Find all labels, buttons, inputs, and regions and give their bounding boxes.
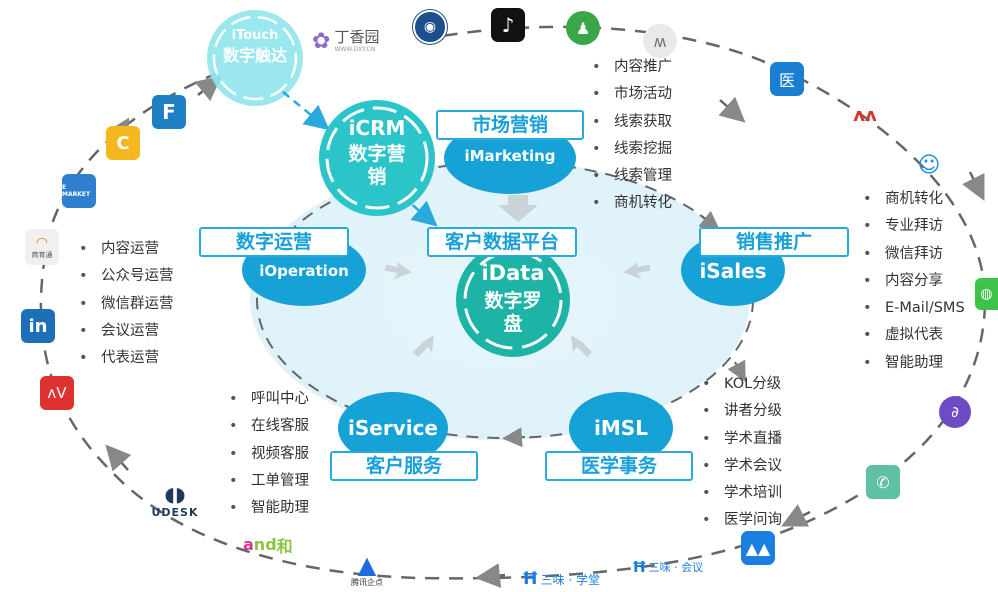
loop-arrow-7 <box>194 75 222 102</box>
ahe-logo: a nd 和 <box>243 535 293 557</box>
operation-label: 数字运营 <box>199 227 349 257</box>
list-item: 呼叫中心 <box>229 386 309 413</box>
shangyu-logo: ◠ 商育通 <box>25 229 59 265</box>
inner-arrow-3 <box>698 210 721 231</box>
wechat-icon: ◍ <box>975 278 998 310</box>
service-label: 客户服务 <box>330 451 478 481</box>
list-item: 内容推广 <box>592 54 672 81</box>
icrm-subtitle: 数字营销 <box>348 143 406 188</box>
tencent-qidian-logo: ▲ 腾讯企点 <box>345 548 389 592</box>
operation-name: iOperation <box>259 262 349 280</box>
marketing-list: 内容推广 市场活动 线索获取 线索挖掘 线索管理 商机转化 <box>592 54 672 218</box>
av-app-icon: ʌV <box>40 376 74 410</box>
list-item: KOL分级 <box>702 371 782 398</box>
hub-title: iData <box>481 261 545 285</box>
list-item: 线索挖掘 <box>592 136 672 163</box>
list-item: 商机转化 <box>592 190 672 217</box>
itouch-subtitle: 数字触达 <box>222 46 287 65</box>
sanwei-xuetang-text: 三味 · 学堂 <box>540 572 601 587</box>
marketing-label: 市场营销 <box>436 110 584 140</box>
loop-arrow-2 <box>718 96 746 123</box>
loop-arrow-5 <box>475 563 506 588</box>
tencent-qidian-icon: ▲ <box>357 551 377 579</box>
list-item: E-Mail/SMS <box>863 295 965 322</box>
shangyu-icon: ◠ <box>35 234 49 251</box>
linkedin-icon: in <box>21 309 55 343</box>
user-green-icon: ♟ <box>566 11 600 45</box>
udesk-text: UDESK <box>151 505 199 519</box>
university-seal-icon: ◉ <box>413 10 447 44</box>
udesk-icon: ◖◗ <box>164 481 186 506</box>
tiktok-icon: ♪ <box>491 8 525 42</box>
icrm-title: iCRM <box>348 116 406 140</box>
zigzag-logo-icon: ʌʌ <box>853 104 877 126</box>
list-item: 讲者分级 <box>702 398 782 425</box>
ahe-text: 和 <box>276 537 293 556</box>
list-item: 学术会议 <box>702 453 782 480</box>
list-item: 代表运营 <box>79 345 174 372</box>
sanwei-huiyi-logo: Ħ 三味 · 会议 <box>632 558 704 576</box>
hub-subtitle: 数字罗盘 <box>484 290 542 335</box>
sales-list: 商机转化 专业拜访 微信拜访 内容分享 E-Mail/SMS 虚拟代表 智能助理 <box>863 186 965 377</box>
msl-list: KOL分级 讲者分级 学术直播 学术会议 学术培训 医学问询 <box>702 371 782 535</box>
loop-arrow-4 <box>781 504 811 527</box>
list-item: 内容运营 <box>79 236 174 263</box>
loop-arrow-6 <box>105 444 132 472</box>
chat-bubble-icon: ☺ <box>917 152 941 178</box>
marketing-name: iMarketing <box>464 147 556 165</box>
loop-arrow-3 <box>962 171 985 201</box>
list-item: 微信群运营 <box>79 291 174 318</box>
list-item: 在线客服 <box>229 413 309 440</box>
list-item: 智能助理 <box>229 495 309 522</box>
msl-label: 医学事务 <box>545 451 693 481</box>
list-item: 学术直播 <box>702 426 782 453</box>
list-item: 线索管理 <box>592 163 672 190</box>
msl-name: iMSL <box>594 416 648 440</box>
operation-list: 内容运营 公众号运营 微信群运营 会议运营 代表运营 <box>79 236 174 372</box>
list-item: 内容分享 <box>863 268 965 295</box>
list-item: 工单管理 <box>229 468 309 495</box>
inner-arrow-2 <box>502 427 526 448</box>
tencent-qidian-text: 腾讯企点 <box>351 578 383 587</box>
sanwei-xuetang-logo: Ħ 三味 · 学堂 <box>522 569 601 589</box>
itouch-title: iTouch <box>231 28 279 43</box>
emarket-icon: E MARKET <box>62 174 96 208</box>
list-item: 商机转化 <box>863 186 965 213</box>
butterfly-icon: ʍ <box>643 24 677 58</box>
service-list: 呼叫中心 在线客服 视频客服 工单管理 智能助理 <box>229 386 309 522</box>
dingxiang-name: 丁香园 <box>334 27 380 46</box>
list-item: 虚拟代表 <box>863 322 965 349</box>
platform-label: 客户数据平台 <box>427 227 577 257</box>
outer-loop <box>39 25 987 580</box>
service-name: iService <box>348 416 438 440</box>
list-item: 公众号运营 <box>79 263 174 290</box>
meeting-app-icon: ▲▲ <box>741 531 775 565</box>
udesk-logo: ◖◗ UDESK <box>141 475 209 525</box>
dingxiang-logo: ✿ 丁香园 WWW.DXY.CN <box>312 27 380 54</box>
inward-arrows <box>384 195 651 357</box>
list-item: 专业拜访 <box>863 213 965 240</box>
list-item: 市场活动 <box>592 81 672 108</box>
blue-f-icon: F <box>152 95 186 129</box>
list-item: 会议运营 <box>79 318 174 345</box>
list-item: 线索获取 <box>592 109 672 136</box>
list-item: 微信拜访 <box>863 241 965 268</box>
yellow-c-icon: C <box>106 126 140 160</box>
sales-name: iSales <box>699 259 767 283</box>
shangyu-text: 商育通 <box>31 250 53 259</box>
sanwei-huiyi-text: 三味 · 会议 <box>648 561 704 574</box>
sales-label: 销售推广 <box>699 227 849 257</box>
phone-icon: ✆ <box>866 465 900 499</box>
medical-app-icon: 医 <box>770 62 804 96</box>
dingxiang-url: WWW.DXY.CN <box>334 45 376 53</box>
link-icon: ∂ <box>939 396 971 428</box>
list-item: 医学问询 <box>702 507 782 534</box>
list-item: 智能助理 <box>863 350 965 377</box>
list-item: 视频客服 <box>229 441 309 468</box>
list-item: 学术培训 <box>702 480 782 507</box>
